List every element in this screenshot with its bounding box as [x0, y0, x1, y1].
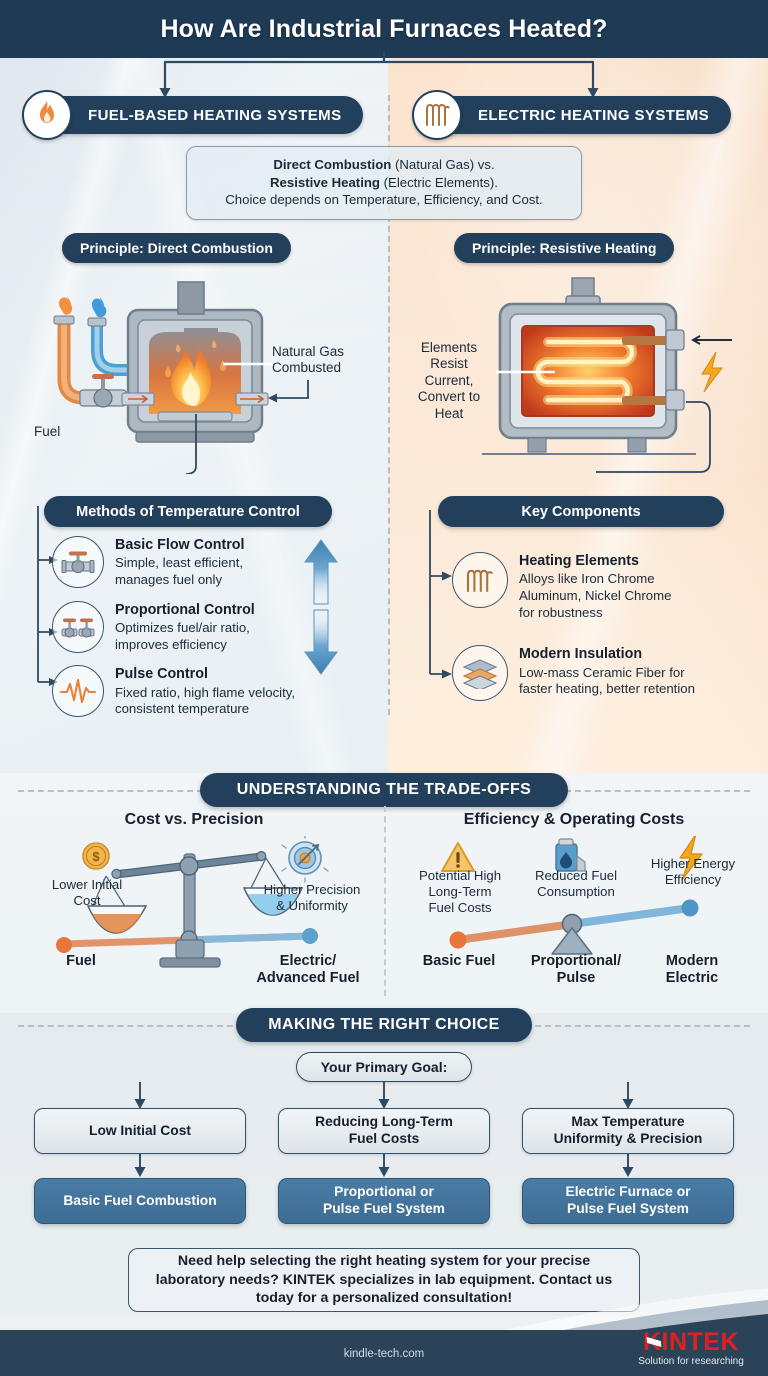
intro-line-1-rest: (Natural Gas) vs.: [391, 157, 495, 172]
intro-line-2: Resistive Heating (Electric Elements).: [199, 174, 569, 192]
category-electric[interactable]: ELECTRIC HEATING SYSTEMS: [412, 90, 732, 140]
principle-left: Principle: Direct Combustion: [62, 233, 291, 263]
item-desc: Optimizes fuel/air ratio, improves effic…: [115, 619, 250, 652]
gas-furnace-diagram: [18, 274, 378, 475]
branch-arrows: [159, 52, 599, 98]
item-desc: Fixed ratio, high flame velocity, consis…: [115, 684, 296, 717]
key-components-bracket: [429, 510, 452, 679]
item-title: Basic Flow Control: [115, 537, 245, 553]
tradeoff-bold-electric-advanced: Electric/ Advanced Fuel: [256, 953, 360, 987]
tradeoff-bold-proportional-pulse: Proportional/ Pulse: [530, 953, 622, 987]
balance-scale-graphic: $: [56, 836, 329, 968]
answer-box[interactable]: Electric Furnace or Pulse Fuel System: [522, 1178, 734, 1224]
tradeoff-bold-fuel: Fuel: [66, 953, 96, 969]
intro-summary-box: Direct Combustion (Natural Gas) vs. Resi…: [186, 146, 582, 221]
seesaw-lever-graphic: [441, 836, 703, 955]
tradeoff-right-title: Efficiency & Operating Costs: [463, 811, 685, 828]
insulation-layers-icon: [452, 645, 508, 702]
footer-url[interactable]: kindle-tech.com: [343, 1348, 425, 1360]
item-desc: Alloys like Iron Chrome Aluminum, Nickel…: [519, 571, 672, 620]
tradeoff-label-higher-efficiency: Higher Energy Efficiency: [650, 856, 736, 887]
page-title: How Are Industrial Furnaces Heated?: [160, 14, 608, 43]
goal-box[interactable]: Max Temperature Uniformity & Precision: [522, 1108, 734, 1154]
heating-coil-icon: [412, 90, 462, 140]
tradeoffs-banner: UNDERSTANDING THE TRADE-OFFS: [200, 773, 568, 807]
logo-swoosh-icon: [646, 1327, 662, 1357]
item-title: Heating Elements: [519, 553, 639, 569]
list-item[interactable]: Modern Insulation Low-mass Ceramic Fiber…: [452, 645, 752, 702]
list-item[interactable]: Heating Elements Alloys like Iron Chrome…: [452, 552, 752, 621]
kintek-logo: KINTEK Solution for researching: [624, 1327, 758, 1367]
callout-elements-resist: Elements Resist Current, Convert to Heat: [417, 340, 481, 421]
principle-right: Principle: Resistive Heating: [454, 233, 675, 263]
tradeoffs-column-divider: [384, 806, 386, 996]
goal-box[interactable]: Low Initial Cost: [34, 1108, 246, 1154]
intro-line-1-bold: Direct Combustion: [273, 157, 392, 172]
flame-icon: [22, 90, 72, 140]
tradeoff-left-title: Cost vs. Precision: [124, 811, 264, 828]
page-header: How Are Industrial Furnaces Heated?: [0, 0, 768, 58]
list-item[interactable]: Proportional Control Optimizes fuel/air …: [52, 600, 342, 654]
pulse-wave-icon: [52, 665, 104, 718]
list-item[interactable]: Pulse Control Fixed ratio, high flame ve…: [52, 665, 342, 718]
item-desc: Simple, least efficient, manages fuel on…: [115, 555, 244, 587]
decision-flow-arrows: [134, 1082, 634, 1177]
goal-box[interactable]: Reducing Long-Term Fuel Costs: [278, 1108, 490, 1154]
electric-furnace-diagram: [400, 274, 760, 474]
intro-line-3: Choice depends on Temperature, Efficienc…: [225, 192, 543, 208]
intro-line-2-bold: Resistive Heating: [270, 174, 380, 190]
choice-banner: MAKING THE RIGHT CHOICE: [236, 1008, 532, 1042]
tradeoff-bold-modern-electric: Modern Electric: [665, 953, 719, 987]
double-valve-icon: [52, 600, 104, 653]
tradeoff-label-lower-cost: Lower Initial Cost: [51, 877, 123, 908]
svg-text:$: $: [92, 849, 100, 864]
list-item[interactable]: Basic Flow Control Simple, least efficie…: [52, 536, 342, 589]
primary-goal-prompt: Your Primary Goal:: [296, 1052, 472, 1082]
section-methods-title: Methods of Temperature Control: [44, 496, 332, 527]
item-title: Pulse Control: [115, 666, 208, 683]
footer-bar: [0, 1330, 768, 1376]
label-fuel: Fuel: [34, 424, 61, 439]
item-text: Heating Elements Alloys like Iron Chrome…: [519, 552, 671, 621]
item-text: Pulse Control Fixed ratio, high flame ve…: [115, 665, 295, 718]
tradeoff-label-high-longterm: Potential High Long-Term Fuel Costs: [418, 868, 502, 915]
panel-divider: [388, 95, 390, 715]
tradeoff-bold-basic-fuel: Basic Fuel: [422, 953, 496, 969]
key-components-list: Heating Elements Alloys like Iron Chrome…: [452, 552, 752, 713]
answer-box[interactable]: Proportional or Pulse Fuel System: [278, 1178, 490, 1224]
callout-natural-gas: Natural Gas Combusted: [272, 344, 345, 376]
tradeoff-double-arrow-icon: [304, 539, 338, 675]
item-text: Modern Insulation Low-mass Ceramic Fiber…: [519, 645, 695, 698]
single-valve-icon: [52, 536, 104, 588]
item-title: Proportional Control: [115, 601, 255, 618]
logo-wordmark: KINTEK: [643, 1327, 739, 1357]
intro-line-1: Direct Combustion (Natural Gas) vs.: [199, 156, 569, 174]
section-key-components-title: Key Components: [438, 496, 724, 527]
tradeoff-label-higher-precision: Higher Precision & Uniformity: [263, 882, 361, 913]
cta-box: Need help selecting the right heating sy…: [128, 1248, 640, 1312]
item-text: Basic Flow Control Simple, least efficie…: [115, 536, 244, 589]
category-label: ELECTRIC HEATING SYSTEMS: [478, 106, 710, 124]
answer-box[interactable]: Basic Fuel Combustion: [34, 1178, 246, 1224]
logo-tagline: Solution for researching: [638, 1356, 744, 1367]
category-label: FUEL-BASED HEATING SYSTEMS: [88, 106, 342, 124]
item-title: Modern Insulation: [519, 646, 643, 663]
tradeoff-label-reduced-fuel: Reduced Fuel Consumption: [534, 868, 618, 899]
category-fuel-based[interactable]: FUEL-BASED HEATING SYSTEMS: [22, 90, 364, 140]
item-desc: Low-mass Ceramic Fiber for faster heatin…: [519, 664, 695, 697]
intro-line-2-rest: (Electric Elements).: [379, 174, 498, 190]
item-text: Proportional Control Optimizes fuel/air …: [115, 601, 255, 654]
heating-coil-icon: [452, 552, 508, 608]
methods-list: Basic Flow Control Simple, least efficie…: [52, 536, 342, 730]
